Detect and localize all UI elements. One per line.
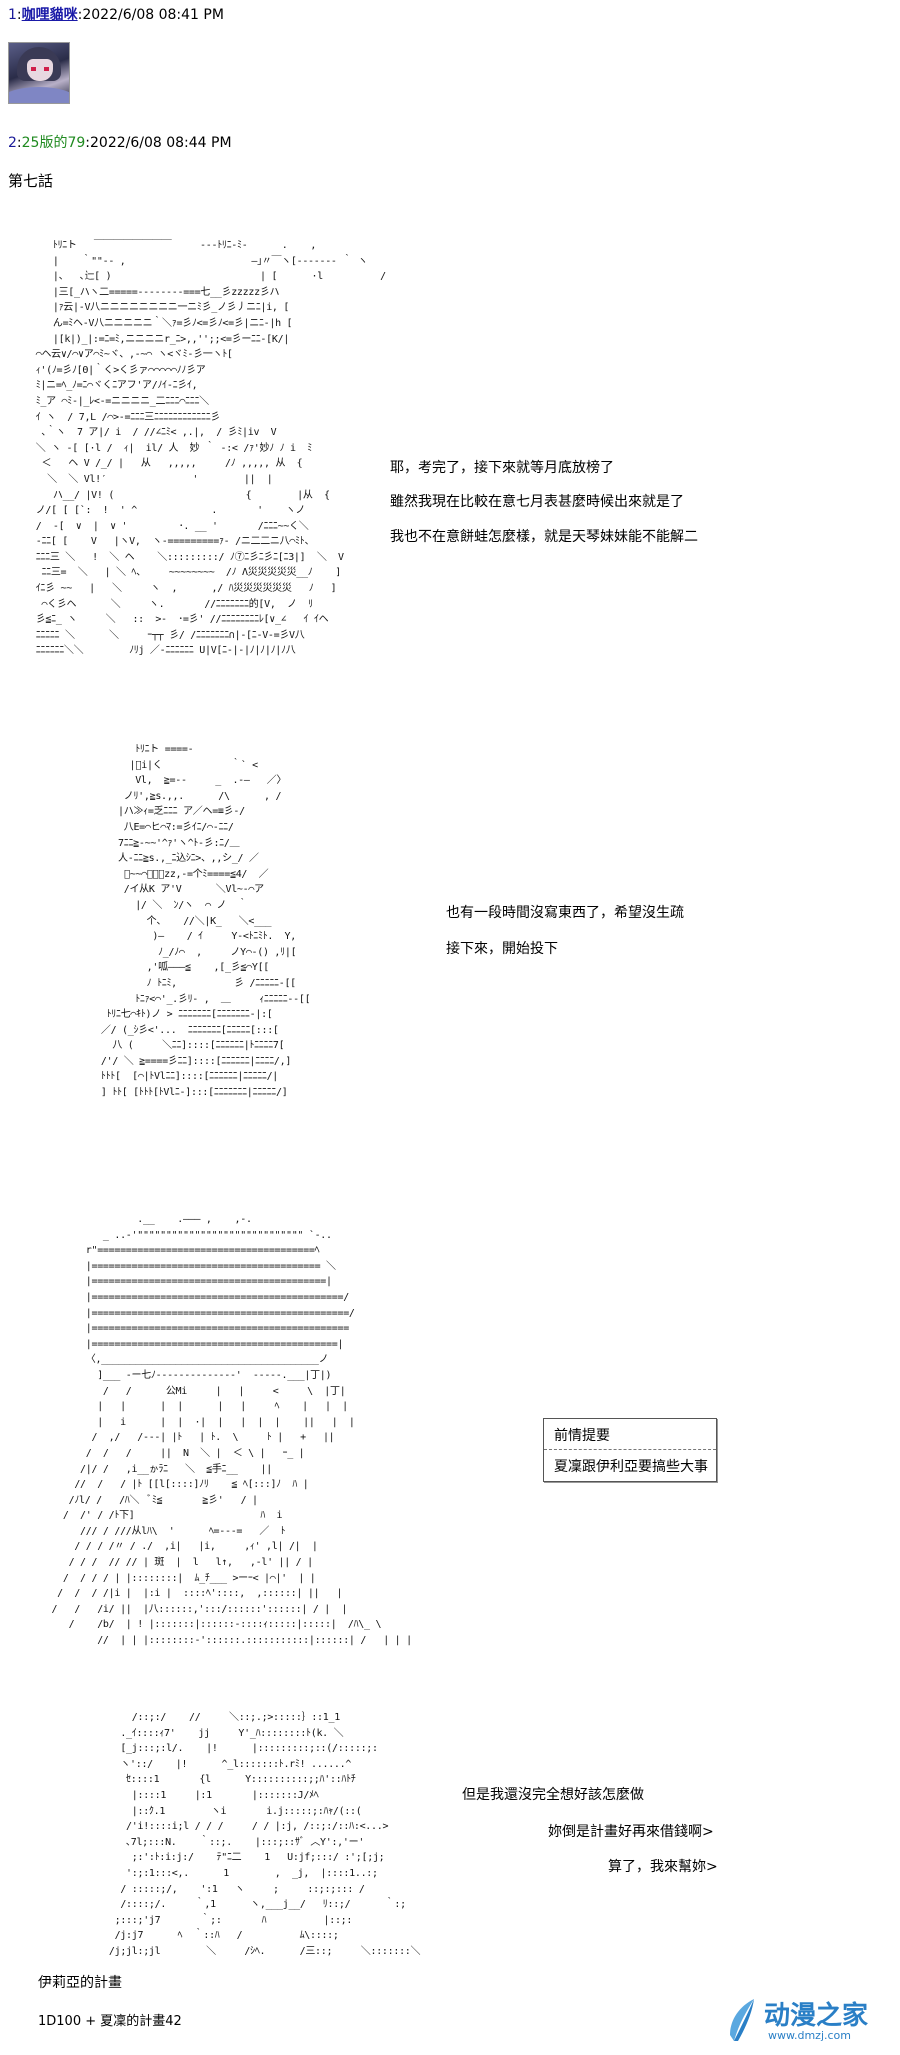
ascii-art-scene-1: ﾄﾘﾆト ￣￣￣￣￣￣￣￣ ---ﾄﾘﾆ-ﾐ- . , | ｀""-- , ―｣… [35, 240, 386, 657]
ascii-art-scene-3: .__ .――― , ,-. _ ..-'"""""""""""""""""""… [51, 1214, 412, 1647]
dialog-line: 也有一段時間沒寫東西了，希望沒生疏 [446, 905, 684, 921]
watermark-name: 动漫之家 [764, 2001, 869, 2031]
recap-divider [544, 1449, 716, 1450]
dialog-line: 算了，我來幫妳> [608, 1859, 718, 1875]
dialog-line: 接下來，開始投下 [446, 941, 558, 957]
dialog-line: 妳倒是計畫好再來借錢啊> [548, 1824, 714, 1840]
feather-logo-icon [730, 1999, 754, 2041]
recap-box: 前情提要 夏凜跟伊利亞要搞些大事 [543, 1418, 717, 1482]
post-number: 1 [8, 7, 17, 23]
dialog-line: 雖然我現在比較在意七月表甚麼時候出來就是了 [390, 494, 684, 510]
post-datetime: 2022/6/08 08:41 PM [82, 7, 224, 23]
chapter-title: 第七話 [8, 172, 54, 190]
poster-avatar[interactable] [8, 42, 70, 104]
ascii-art-scene-4: /::;:/ // ＼::;.;>:::::｝::1_1 ._ｲ::::ｨ7' … [108, 1712, 421, 1957]
poster-name: 25版的79 [21, 135, 86, 151]
poster-name-link[interactable]: 咖哩貓咪 [21, 7, 78, 23]
site-watermark: 动漫之家 www.dmzj.com [724, 1995, 884, 2047]
plan-title: 伊莉亞的計畫 [38, 1975, 122, 1991]
recap-title: 前情提要 [554, 1428, 610, 1444]
dialog-line: 我也不在意餅蛙怎麼樣，就是天琴妹妹能不能解二 [390, 529, 698, 545]
watermark-url: www.dmzj.com [768, 2029, 851, 2042]
dialog-line: 但是我還沒完全想好該怎麼做 [462, 1787, 644, 1803]
dialog-line: 耶，考完了，接下來就等月底放榜了 [390, 460, 614, 476]
post-header-1: 1:咖哩貓咪:2022/6/08 08:41 PM [8, 7, 224, 23]
post-header-2: 2:25版的79:2022/6/08 08:44 PM [8, 135, 232, 151]
post-number: 2 [8, 135, 17, 151]
dice-roll: 1D100 + 夏凜的計畫42 [38, 2014, 182, 2029]
recap-body: 夏凜跟伊利亞要搞些大事 [554, 1459, 708, 1475]
post-datetime: 2022/6/08 08:44 PM [90, 135, 232, 151]
ascii-art-scene-2: ﾄﾘﾆト ====- |ﾞi|く ｀` < Vl, ≧=-- _ .-― ／〉 … [100, 744, 311, 1099]
